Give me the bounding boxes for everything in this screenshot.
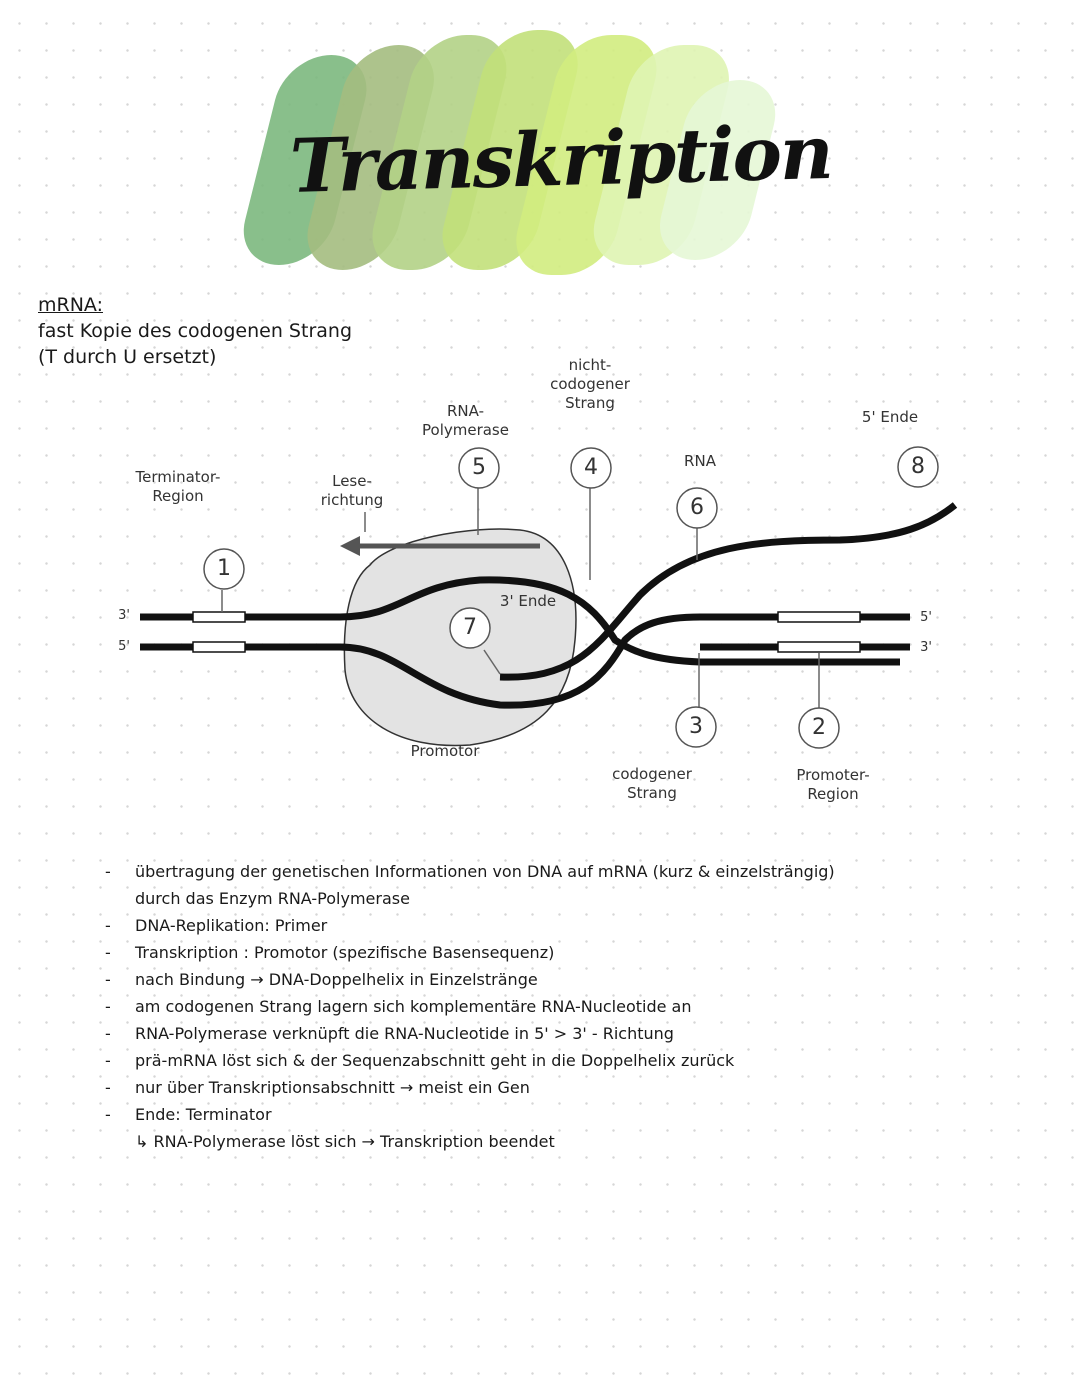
note-item: -am codogenen Strang lagern sich komplem… [105, 997, 692, 1016]
label-5-end-top: 5' Ende [861, 408, 919, 426]
note-item: -Transkription : Promotor (spezifische B… [105, 943, 555, 962]
note-item: -nur über Transkriptionsabschnitt → meis… [105, 1078, 530, 1097]
label-rna-polymerase: RNA- Polymerase [422, 402, 509, 439]
non-codogenic-strand [339, 576, 900, 666]
note-item: -nach Bindung → DNA-Doppelhelix in Einze… [105, 970, 538, 989]
promoter-mark-top [777, 611, 861, 623]
note-item: -DNA-Replikation: Primer [105, 916, 328, 935]
stripe-2 [307, 45, 434, 270]
note-item: -prä-mRNA löst sich & der Sequenzabschni… [105, 1051, 735, 1070]
label-rna: RNA [684, 452, 716, 470]
watercolor-stripes [243, 30, 776, 275]
number-circle-4 [570, 447, 612, 489]
number-circle-6 [676, 487, 718, 529]
end-right-top: 5' [920, 610, 932, 625]
label-non-codogenic-strand: nicht- codogener Strang [550, 356, 630, 412]
number-circle-5 [458, 447, 500, 489]
number-circle-3 [675, 706, 717, 748]
label-promotor: Promotor [410, 742, 480, 760]
number-5: 5 [472, 455, 486, 480]
diagram-drawing [140, 446, 958, 749]
end-left-bottom: 5' [118, 639, 130, 654]
promoter-mark-bottom [777, 641, 861, 653]
note-item: -übertragung der genetischen Information… [105, 862, 835, 881]
number-8: 8 [911, 454, 925, 479]
number-circle-2 [798, 707, 840, 749]
mrna-line-1: fast Kopie des codogenen Strang [38, 320, 353, 342]
label-3-end: 3' Ende [499, 592, 557, 610]
mrna-definition: mRNA: fast Kopie des codogenen Strang (T… [38, 292, 352, 370]
label-terminator-region: Terminator- Region [135, 468, 221, 505]
stripe-4 [442, 30, 578, 270]
note-item: ↳ RNA-Polymerase löst sich → Transkripti… [135, 1132, 555, 1151]
title-banner: Transkription [0, 0, 1080, 300]
number-2: 2 [812, 715, 826, 740]
codogenic-strand [339, 613, 900, 709]
note-item: -RNA-Polymerase verknüpft die RNA-Nucleo… [105, 1024, 674, 1043]
label-leserichtung: Lese- richtung [320, 472, 384, 509]
number-3: 3 [689, 714, 703, 739]
notes-list: -übertragung der genetischen Information… [105, 858, 1055, 1155]
mrna-heading: mRNA: [38, 294, 103, 316]
number-7: 7 [463, 615, 477, 640]
number-circle-1 [203, 548, 245, 590]
note-item: -Ende: Terminator [105, 1105, 272, 1124]
transcription-diagram: 1 2 3 4 5 6 7 8 Terminator- Region Lese-… [0, 340, 1080, 840]
number-circle-8 [897, 446, 939, 488]
end-left-top: 3' [118, 608, 130, 623]
arrow-head [340, 536, 360, 556]
page-title: Transkription [288, 109, 833, 211]
rna-strand [499, 502, 958, 681]
terminator-mark-top [192, 611, 246, 623]
note-item: durch das Enzym RNA-Polymerase [135, 889, 410, 908]
number-1: 1 [217, 556, 231, 581]
number-circle-7 [449, 607, 491, 649]
label-promoter-region: Promoter- Region [796, 766, 870, 803]
leader-7 [483, 649, 501, 675]
number-6: 6 [690, 495, 704, 520]
terminator-mark-bottom [192, 641, 246, 653]
label-codogenic-strand: codogener Strang [612, 765, 692, 802]
end-right-bottom: 3' [920, 640, 932, 655]
mrna-line-2: (T durch U ersetzt) [38, 346, 217, 368]
stripe-7 [660, 80, 776, 260]
number-4: 4 [584, 455, 598, 480]
stripe-3 [372, 35, 507, 270]
